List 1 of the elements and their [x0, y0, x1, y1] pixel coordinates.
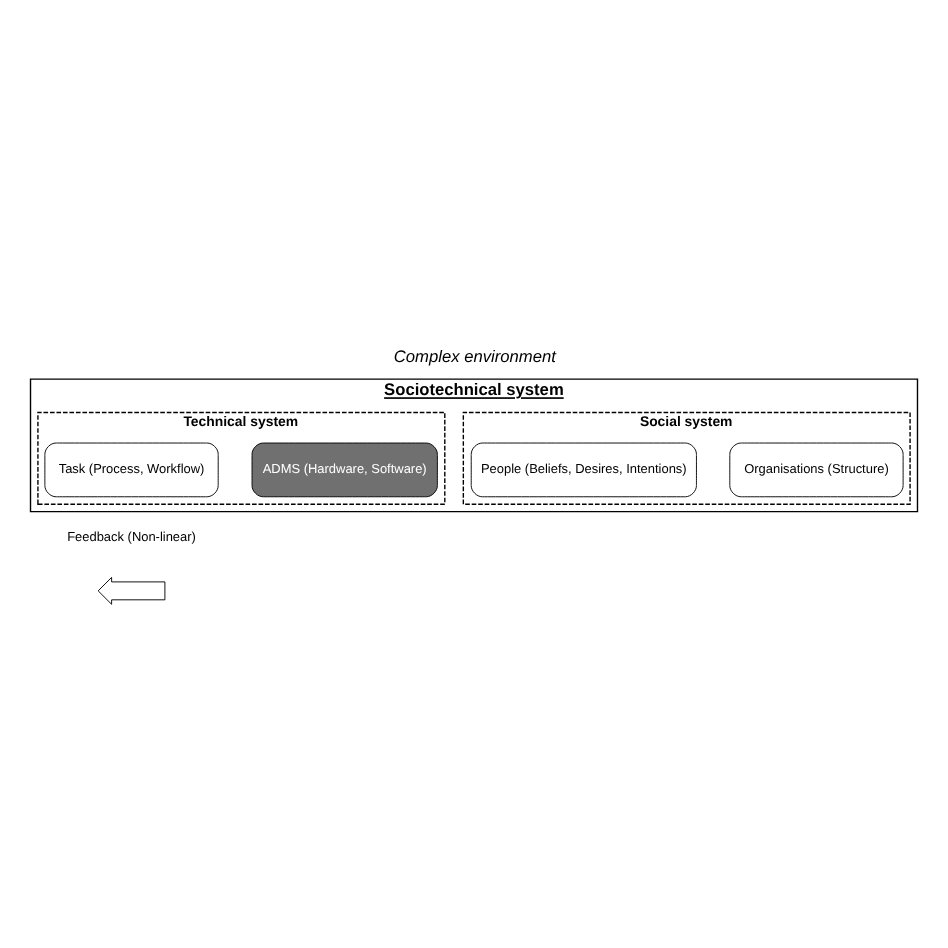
diagram-title: Complex environment [393, 344, 556, 365]
